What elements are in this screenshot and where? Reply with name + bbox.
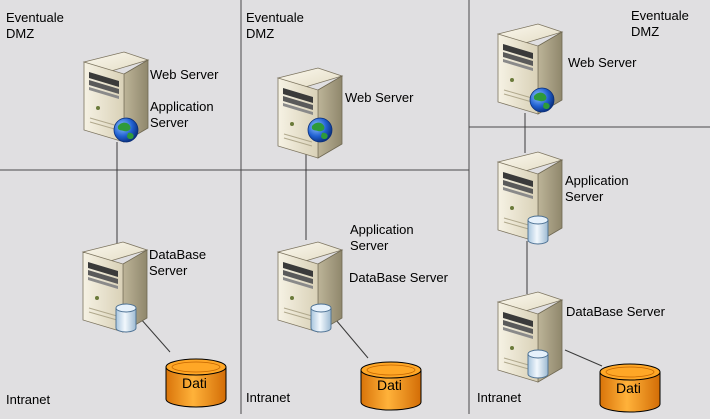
web-server-label-3: Web Server bbox=[568, 55, 637, 70]
web-server-label-1: Web Server bbox=[150, 67, 219, 82]
database-server-1 bbox=[82, 241, 148, 333]
connector-db-dati-3 bbox=[564, 349, 603, 367]
intranet-label-2: Intranet bbox=[246, 390, 291, 405]
web-app-server-1 bbox=[83, 51, 149, 143]
web-server-3 bbox=[497, 23, 563, 115]
intranet-label-1: Intranet bbox=[6, 392, 51, 407]
database-server-3 bbox=[497, 291, 563, 383]
web-server-label-2: Web Server bbox=[345, 90, 414, 105]
application-server-3 bbox=[497, 151, 563, 245]
app-db-server-2 bbox=[277, 241, 343, 333]
dati-label-3: Dati bbox=[616, 380, 641, 396]
connectors bbox=[116, 113, 603, 367]
dati-label-2: Dati bbox=[377, 377, 402, 393]
connector-db-dati-1 bbox=[139, 317, 171, 353]
web-server-2 bbox=[277, 67, 343, 159]
connector-db-dati-2 bbox=[335, 319, 369, 359]
database-server-label-2: DataBase Server bbox=[349, 270, 448, 285]
database-server-label-3: DataBase Server bbox=[566, 304, 665, 319]
intranet-label-3: Intranet bbox=[477, 390, 522, 405]
dati-label-1: Dati bbox=[182, 375, 207, 391]
